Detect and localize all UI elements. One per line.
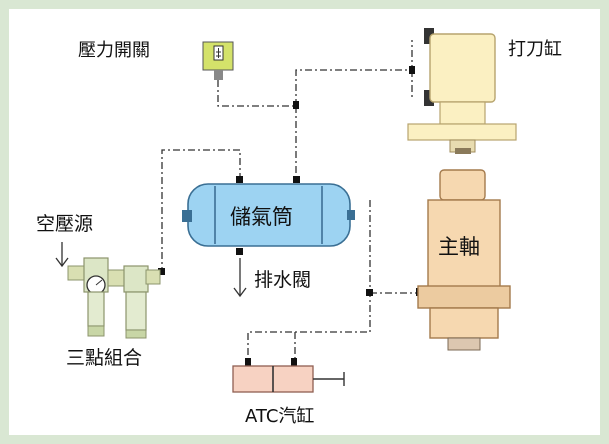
drawbar-cylinder-label: 打刀缸 (508, 38, 562, 60)
drain-valve-label: 排水閥 (254, 269, 311, 291)
pressure-switch (202, 41, 234, 80)
storage-tank-label: 儲氣筒 (230, 205, 293, 229)
frl-unit (67, 257, 161, 339)
drawbar-cylinder (407, 28, 517, 154)
flow-arrows (55, 242, 247, 298)
pipe-lines (161, 40, 420, 360)
atc-cylinder (232, 365, 345, 393)
spindle-label: 主軸 (438, 235, 480, 259)
atc-cylinder-label: ATC汽缸 (245, 405, 314, 427)
air-source-label: 空壓源 (36, 213, 93, 235)
frl-unit-label: 三點組合 (66, 347, 142, 369)
spindle (417, 169, 511, 351)
pressure-switch-label: 壓力開關 (78, 40, 150, 61)
storage-tank (182, 183, 355, 247)
